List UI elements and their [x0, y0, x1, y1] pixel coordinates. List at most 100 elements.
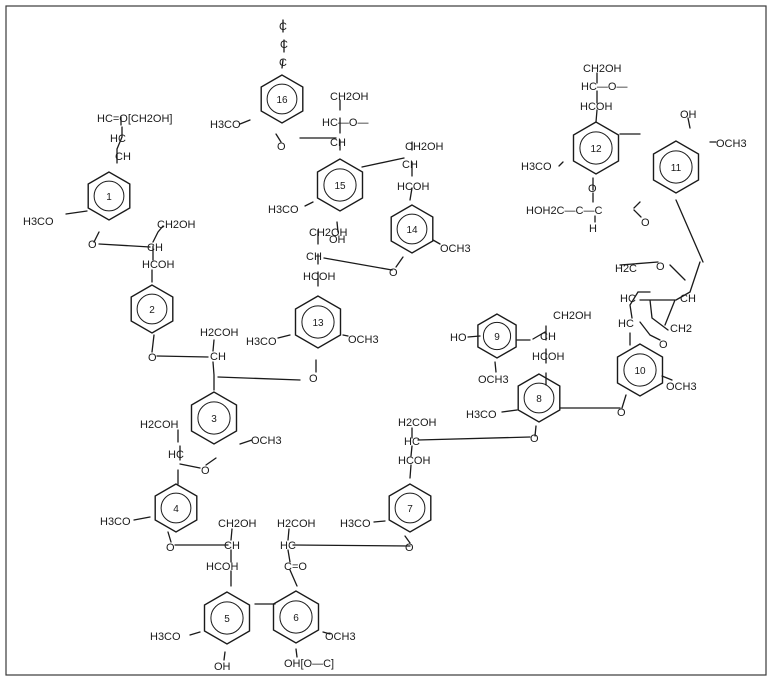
ring-number-16: 16 — [276, 95, 288, 106]
label-r10-ch: CH — [680, 293, 696, 305]
ring-aromatic-circle-12 — [579, 131, 613, 165]
label-r12-o: O — [588, 183, 597, 195]
ring-aromatic-circle-13 — [301, 305, 335, 339]
benzene-ring-6: 6 — [272, 590, 320, 644]
label-r8-o: O — [530, 433, 539, 445]
label-r13-o: O — [309, 373, 318, 385]
ring-aromatic-circle-4 — [160, 492, 192, 524]
ring-aromatic-circle-10 — [623, 353, 657, 387]
bond-r1-chain — [116, 116, 123, 164]
benzene-ring-12: 12 — [572, 121, 620, 175]
bond-r8-chain — [532, 325, 547, 386]
bond-resinol-b — [639, 321, 661, 341]
label-r13-ch2oh: CH2OH — [309, 227, 348, 239]
bond-r4-o — [167, 531, 172, 543]
label-r13-och3-l: H3CO — [246, 336, 277, 348]
ring-aromatic-circle-7 — [394, 492, 426, 524]
bond-r3-to-r13 — [217, 376, 301, 381]
label-r14-ch2oh: CH2OH — [405, 141, 444, 153]
label-r2-ch: CH — [147, 242, 163, 254]
ring-aromatic-circle-1 — [93, 180, 125, 212]
bond-r1-och3 — [65, 210, 88, 215]
benzene-ring-2: 2 — [130, 284, 174, 334]
benzene-ring-15: 15 — [316, 158, 364, 212]
ring-outline-5 — [203, 591, 251, 645]
label-r10-och3: OCH3 — [666, 381, 697, 393]
bond-r9-ho — [467, 335, 481, 338]
label-r9-och3: OCH3 — [478, 374, 509, 386]
ring-number-15: 15 — [334, 181, 346, 192]
bond-r7-to-r8 — [417, 436, 531, 441]
label-r7-hc: HC — [404, 436, 420, 448]
bond-r13-och3-r — [342, 334, 349, 337]
label-r3-och3: OCH3 — [251, 435, 282, 447]
ring-number-5: 5 — [224, 614, 230, 625]
bond-r2-to-r3 — [156, 355, 209, 358]
ring-outline-11 — [652, 140, 700, 194]
ring-aromatic-circle-15 — [323, 168, 357, 202]
ring-outline-3 — [190, 391, 238, 445]
label-r5-ch2oh: CH2OH — [218, 518, 257, 530]
label-r2-hcoh: HCOH — [142, 259, 174, 271]
label-r13-och3-r: OCH3 — [348, 334, 379, 346]
label-r4-o: O — [166, 542, 175, 554]
ring-number-7: 7 — [407, 504, 413, 515]
label-r3-h2coh: H2COH — [140, 419, 179, 431]
ring-outline-9 — [477, 313, 517, 359]
ring-aromatic-circle-11 — [659, 150, 693, 184]
label-r1-o: O — [88, 239, 97, 251]
label-r12-hcoh: HCOH — [580, 101, 612, 113]
ring-outline-2 — [130, 284, 174, 334]
label-r6-h2coh: H2COH — [277, 518, 316, 530]
label-r6-hc: HC — [280, 540, 296, 552]
label-r11-oh: OH — [680, 109, 697, 121]
ring-outline-7 — [388, 483, 432, 533]
ring-number-9: 9 — [494, 332, 500, 343]
bond-r5-oh — [223, 651, 226, 661]
label-r10-ch2: CH2 — [670, 323, 692, 335]
ring-aromatic-circle-8 — [523, 382, 555, 414]
bond-r8-och3 — [501, 409, 518, 413]
bond-r16-och3 — [239, 119, 251, 125]
benzene-ring-3: 3 — [190, 391, 238, 445]
benzene-ring-1: 1 — [87, 171, 131, 221]
label-r14-och3: OCH3 — [440, 243, 471, 255]
benzene-ring-8: 8 — [517, 373, 561, 423]
bond-r12-chain — [595, 72, 598, 123]
ring-aromatic-circle-6 — [279, 600, 313, 634]
label-r3-o: O — [201, 465, 210, 477]
ring-aromatic-circle-3 — [197, 401, 231, 435]
label-r14-ch: CH — [402, 159, 418, 171]
ring-number-14: 14 — [406, 225, 418, 236]
label-r13-hcoh: HCOH — [303, 271, 335, 283]
ring-number-4: 4 — [173, 504, 179, 515]
bond-r14-och3 — [432, 239, 441, 245]
diagram-border — [5, 5, 767, 676]
label-r16-c2: C — [280, 39, 288, 51]
ring-number-2: 2 — [149, 305, 155, 316]
label-r5-och3: H3CO — [150, 631, 181, 643]
label-r1-top: HC=O[CH2OH] — [97, 113, 173, 125]
benzene-ring-11: 11 — [652, 140, 700, 194]
ring-number-10: 10 — [634, 366, 646, 377]
label-r12-side-h: H — [589, 223, 597, 235]
bond-r12-och3 — [558, 161, 564, 167]
bond-r11-oh — [687, 117, 691, 129]
label-r15-ch2oh: CH2OH — [330, 91, 369, 103]
bond-r9-och3 — [494, 361, 497, 373]
bond-r10-och3 — [661, 375, 673, 381]
label-r12-side: HOH2C—C—C — [526, 205, 602, 217]
label-r3-h2coh-top: H2COH — [200, 327, 239, 339]
bond-r12-side — [592, 192, 642, 223]
label-r6-co: C=O — [284, 561, 307, 573]
benzene-ring-7: 7 — [388, 483, 432, 533]
bond-r6-oh — [295, 648, 298, 658]
ring-aromatic-circle-2 — [136, 293, 168, 325]
ring-number-12: 12 — [590, 144, 602, 155]
ring-number-6: 6 — [293, 613, 299, 624]
label-r8-ch2oh: CH2OH — [553, 310, 592, 322]
label-r15-oh: OH — [329, 234, 346, 246]
bond-r11-to-resinol — [675, 199, 704, 263]
bond-r15-oh — [336, 221, 339, 233]
